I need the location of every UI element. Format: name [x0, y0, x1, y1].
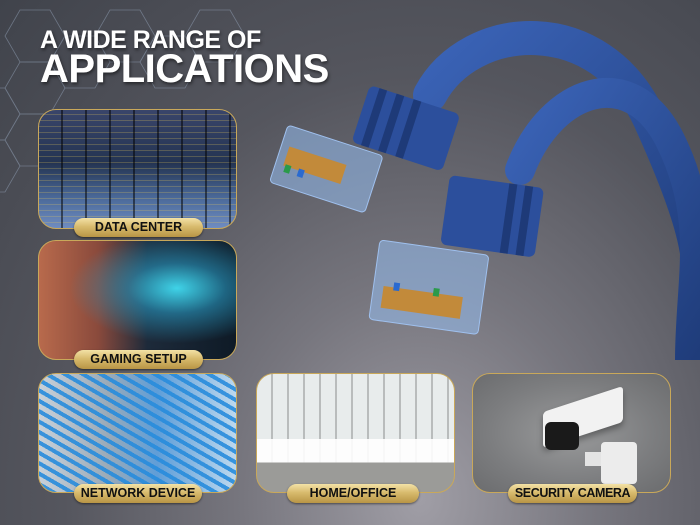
title-line-2: APPLICATIONS [40, 47, 329, 91]
security-camera-label: SECURITY CAMERA [508, 484, 637, 503]
gaming-setup-label: GAMING SETUP [74, 350, 203, 369]
network-device-card [38, 373, 237, 493]
home-office-card [256, 373, 455, 493]
data-center-card [38, 109, 237, 229]
data-center-label: DATA CENTER [74, 218, 203, 237]
security-camera-card [472, 373, 671, 493]
page-title: A WIDE RANGE OF APPLICATIONS [40, 26, 329, 91]
camera-mount [601, 442, 637, 484]
camera-lens-icon [545, 422, 579, 450]
gaming-setup-card [38, 240, 237, 360]
ethernet-cable-image [270, 21, 700, 360]
hexagon-pattern [0, 9, 246, 193]
network-device-label: NETWORK DEVICE [74, 484, 202, 503]
home-office-label: HOME/OFFICE [287, 484, 419, 503]
title-line-1: A WIDE RANGE OF [40, 26, 261, 54]
